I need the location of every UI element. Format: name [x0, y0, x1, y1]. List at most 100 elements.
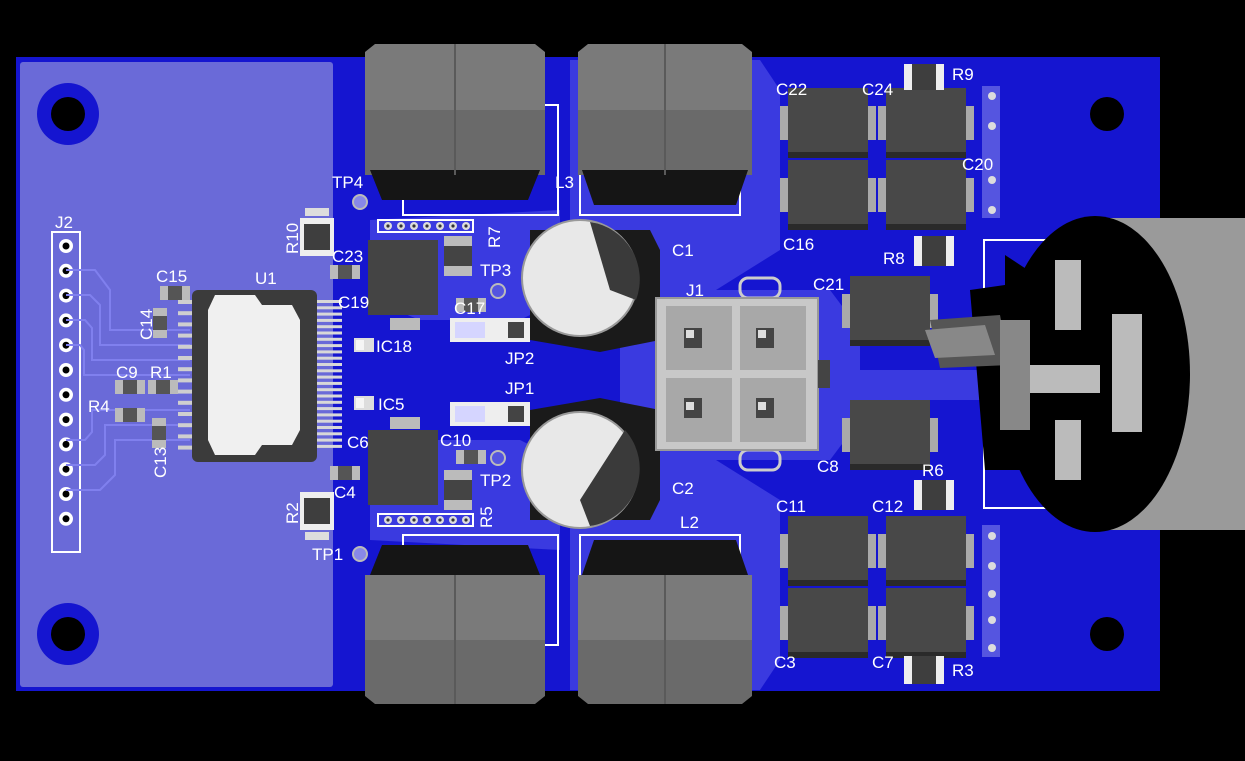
- pin-hole: [464, 224, 468, 228]
- label-tp1: TP1: [312, 545, 343, 564]
- pin-hole: [438, 224, 442, 228]
- cap-body: [788, 88, 868, 158]
- ic-pin: [316, 344, 342, 348]
- ic-pin: [316, 337, 342, 341]
- label-jp1: JP1: [505, 379, 534, 398]
- pin-hole: [386, 518, 390, 522]
- label-r10: R10: [283, 223, 302, 254]
- label-r1: R1: [150, 363, 172, 382]
- pin-hole: [412, 518, 416, 522]
- label-j2: J2: [55, 213, 73, 232]
- label-c11: C11: [776, 497, 806, 516]
- cap-edge: [886, 224, 966, 230]
- inductor-l2: [365, 534, 752, 704]
- mounting-holes: [37, 83, 1124, 665]
- label-c23: C23: [332, 247, 363, 266]
- pin-pad: [988, 532, 996, 540]
- ic-pin: [316, 375, 342, 379]
- label-c10: C10: [440, 431, 471, 450]
- copper-pour-output: [860, 370, 1000, 400]
- mosfet-top: [368, 219, 474, 330]
- label-c1: C1: [672, 241, 694, 260]
- label-l3: L3: [555, 173, 574, 192]
- label-tp2: TP2: [480, 471, 511, 490]
- jumpers: [450, 298, 530, 464]
- cap-edge: [886, 652, 966, 658]
- cap-body: [886, 588, 966, 658]
- ic-pin: [178, 389, 194, 394]
- pin-hole: [62, 242, 70, 250]
- ic-pin: [178, 333, 194, 338]
- silkscreen-labels: J2 U1 C15 C14 C9 R1 R4 C13 R10 TP4 C23 C…: [55, 65, 993, 680]
- ic-pin: [316, 426, 342, 429]
- label-r3: R3: [952, 661, 974, 680]
- cap-body: [788, 160, 868, 230]
- label-c4: C4: [334, 483, 356, 502]
- ic-pin: [178, 344, 194, 349]
- inductor-l3: [365, 44, 752, 216]
- label-r9: R9: [952, 65, 974, 84]
- pin-hole: [62, 465, 70, 473]
- pin-hole: [386, 224, 390, 228]
- ic-pin: [178, 322, 194, 327]
- label-c19: C19: [338, 293, 369, 312]
- pin-pad: [988, 176, 996, 184]
- small-passives-left: [115, 286, 190, 448]
- ic-pin: [316, 356, 342, 360]
- label-r8: R8: [883, 249, 905, 268]
- ic-pin: [178, 356, 194, 360]
- label-c2: C2: [672, 479, 694, 498]
- ic-pin: [316, 369, 342, 373]
- cap-edge: [788, 224, 868, 230]
- ic-pin: [178, 367, 194, 372]
- ic-pin: [316, 407, 342, 411]
- pin-pad: [988, 92, 996, 100]
- pin-hole: [399, 224, 403, 228]
- ic-pin: [316, 306, 342, 310]
- resistors-r10-r2: [300, 208, 360, 540]
- pin-hole: [425, 224, 429, 228]
- pin-hole: [438, 518, 442, 522]
- label-r2: R2: [283, 502, 302, 524]
- ic-pin: [316, 413, 342, 417]
- xlr-connector: [925, 216, 1245, 532]
- ic-pin: [316, 400, 342, 404]
- label-tp4: TP4: [332, 173, 363, 192]
- ic-pin: [316, 363, 342, 366]
- cap-edge: [788, 652, 868, 658]
- label-c21: C21: [813, 275, 844, 294]
- cap-body: [886, 516, 966, 586]
- label-c6: C6: [347, 433, 369, 452]
- pin-hole: [62, 490, 70, 498]
- label-c20: C20: [962, 155, 993, 174]
- pin-hole: [464, 518, 468, 522]
- ic-pin: [178, 423, 194, 428]
- capacitor-c1: [521, 219, 660, 352]
- label-c12: C12: [872, 497, 903, 516]
- ic-pin: [316, 350, 342, 354]
- capacitor-c2: [521, 398, 660, 529]
- cap-body: [886, 88, 966, 158]
- connector-j1: [655, 276, 830, 472]
- cap-body: [788, 588, 868, 658]
- label-c24: C24: [862, 80, 893, 99]
- ic-pin: [316, 300, 342, 303]
- pin-hole: [62, 440, 70, 448]
- ic-pin: [178, 445, 194, 450]
- ic-pin: [316, 325, 342, 329]
- cap-body: [850, 400, 930, 470]
- pin-hole: [399, 518, 403, 522]
- pin-hole: [62, 416, 70, 424]
- label-c8: C8: [817, 457, 839, 476]
- ic-pin: [178, 378, 194, 383]
- label-r4: R4: [88, 397, 110, 416]
- signal-traces: [66, 269, 190, 491]
- ic-pin: [178, 412, 194, 416]
- ic-u1: [178, 290, 342, 462]
- cap-body: [850, 276, 930, 346]
- ic-pin: [178, 311, 194, 316]
- pin-hole: [451, 224, 455, 228]
- ic-pin: [316, 318, 342, 322]
- leds: [354, 338, 374, 410]
